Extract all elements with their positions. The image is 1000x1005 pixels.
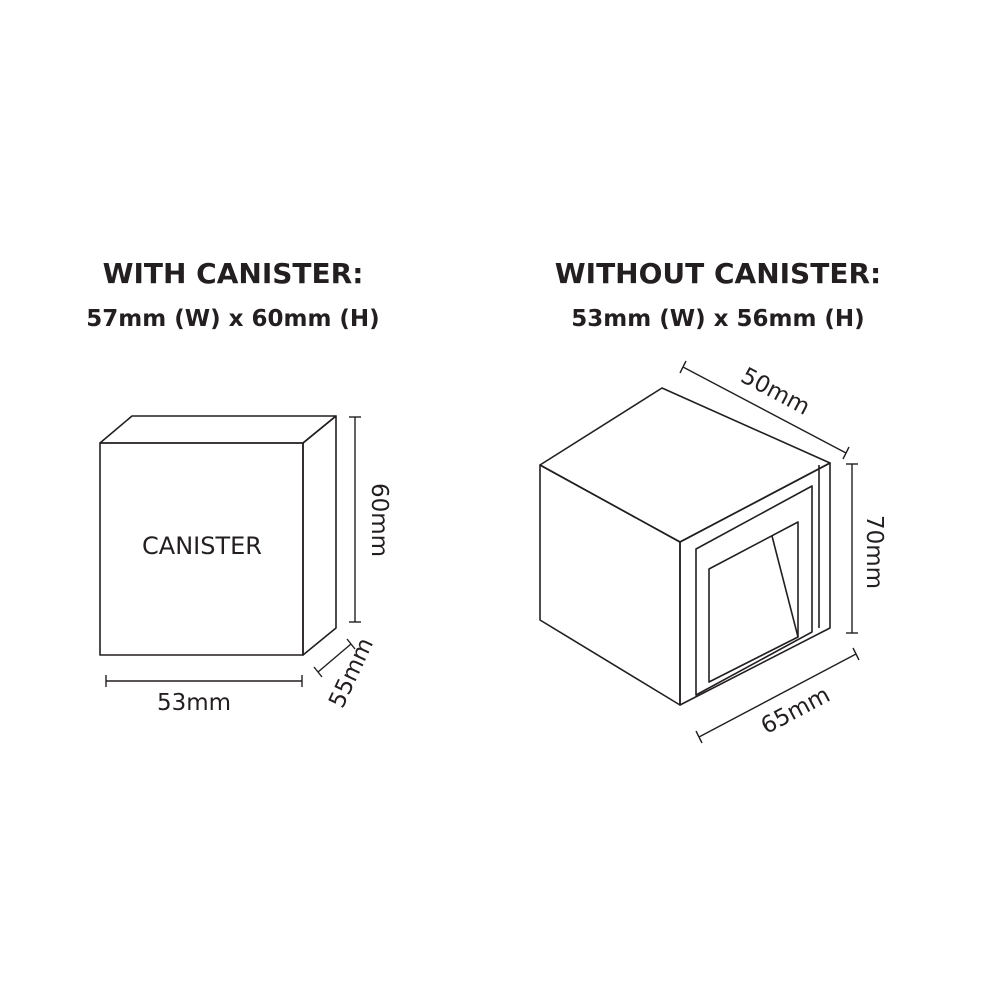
label-70mm: 70mm: [861, 515, 887, 589]
canister-label: CANISTER: [142, 532, 262, 560]
with-canister-heading: WITH CANISTER:: [103, 257, 364, 290]
dimension-height-70: [846, 463, 858, 634]
fixture-faceplate-outer: [679, 462, 831, 706]
label-65mm: 65mm: [757, 682, 835, 740]
dimension-top-50: [679, 360, 850, 460]
label-50mm: 50mm: [736, 363, 814, 421]
canister-box: [99, 415, 337, 656]
with-canister-size: 57mm (W) x 60mm (H): [86, 306, 379, 332]
dimension-depth-55: [313, 638, 356, 678]
fixture-louver-line: [771, 535, 799, 638]
fixture-faceplate-inset: [695, 485, 813, 696]
label-53mm: 53mm: [157, 690, 231, 716]
without-canister-size: 53mm (W) x 56mm (H): [571, 306, 864, 332]
label-55mm: 55mm: [324, 634, 379, 712]
fixture-body: [539, 387, 831, 706]
dimension-width-53: [105, 675, 303, 687]
dimension-bottom-65: [695, 647, 860, 744]
dimension-height-60: [349, 416, 361, 623]
without-canister-heading: WITHOUT CANISTER:: [555, 257, 881, 290]
fixture-left-face: [539, 464, 681, 706]
fixture-light-window: [708, 521, 799, 683]
canister-top-face: [99, 415, 337, 444]
canister-side-face: [302, 415, 337, 656]
canister-front-face: [99, 442, 304, 656]
label-60mm: 60mm: [366, 483, 392, 557]
